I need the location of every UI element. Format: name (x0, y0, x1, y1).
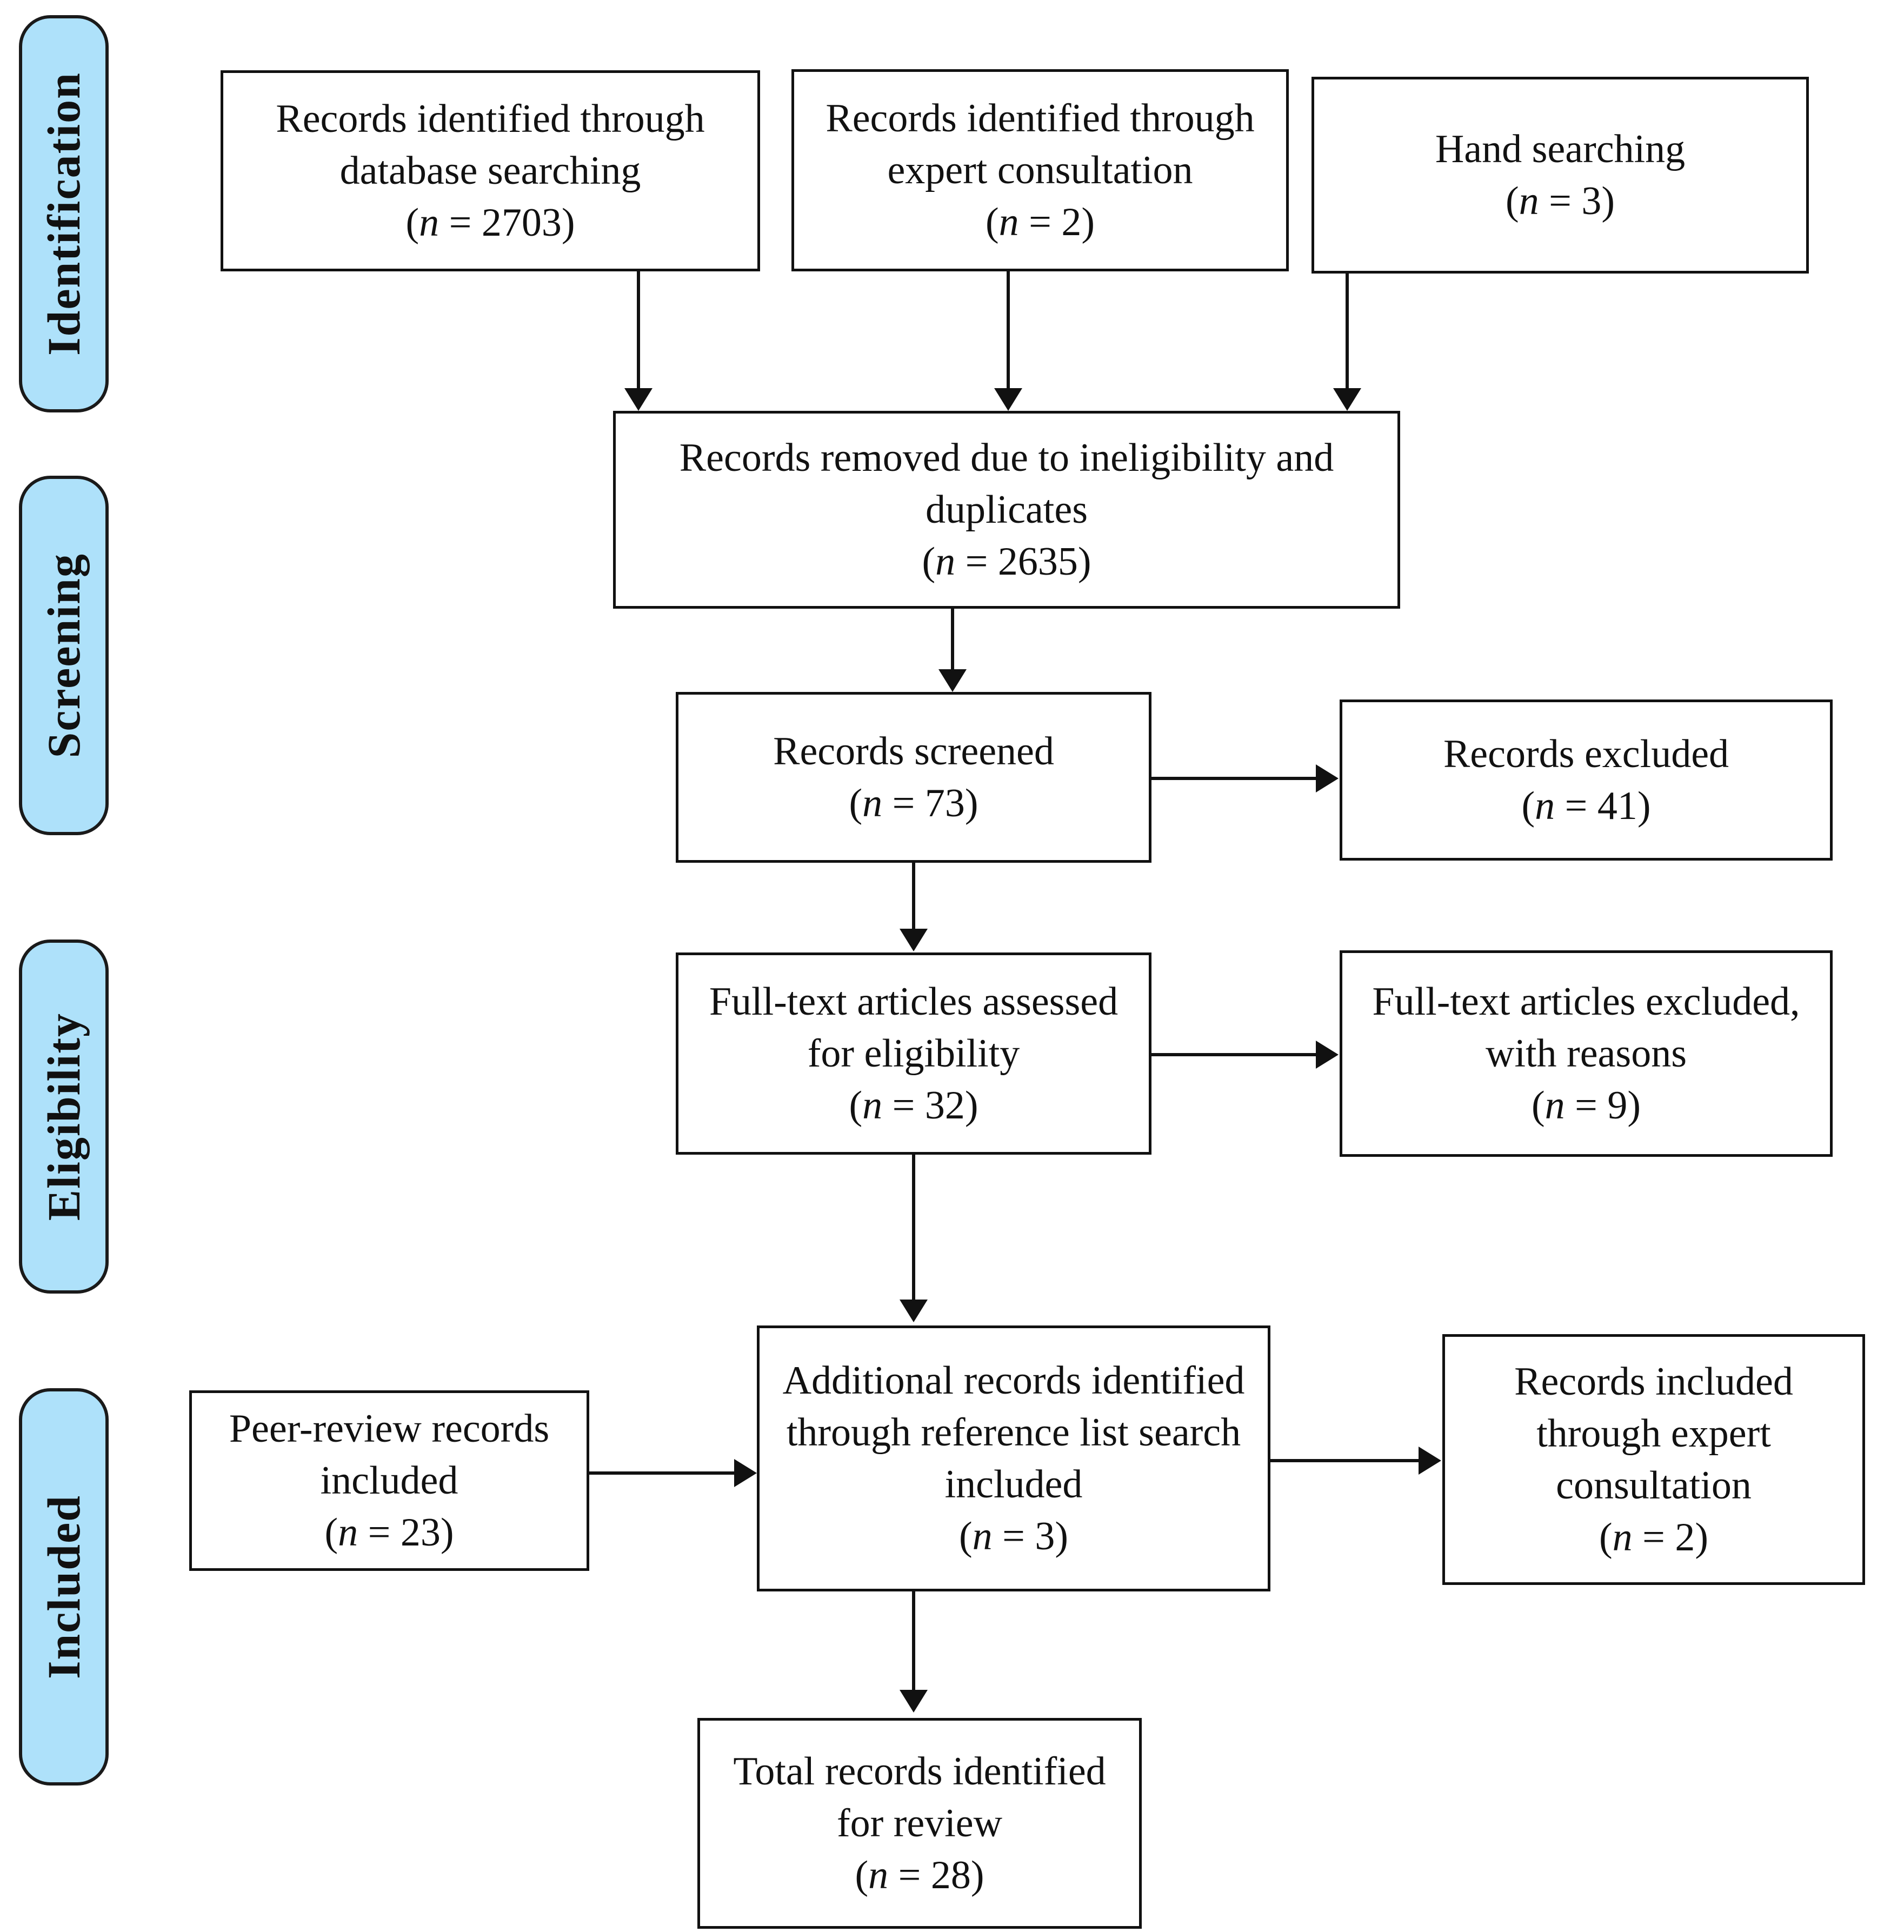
arrowhead-fulltext-to-additional (900, 1300, 928, 1322)
box-line-1: Records excluded (1443, 731, 1729, 776)
box-count: (n = 2703) (405, 201, 575, 245)
arrowhead-screened-to-fulltext (900, 929, 928, 951)
phase-pill-screening: Screening (19, 476, 109, 835)
connector-screened-to-excluded (1151, 777, 1317, 780)
connector-screened-to-fulltext (912, 863, 915, 932)
box-records-excluded: Records excluded (n = 41) (1340, 699, 1833, 861)
box-line-3: consultation (1556, 1463, 1752, 1508)
phase-pill-identification: Identification (19, 15, 109, 412)
box-count: (n = 3) (958, 1514, 1069, 1559)
box-fulltext-assessed: Full-text articles assessed for eligibil… (676, 952, 1151, 1155)
connector-removed-to-screened (951, 609, 954, 672)
box-records-removed: Records removed due to ineligibility and… (613, 411, 1400, 609)
arrowhead-peerreview-to-additional (734, 1459, 757, 1487)
connector-db-to-removed (637, 271, 640, 391)
box-line-1: Records identified through (276, 96, 705, 141)
box-line-1: Additional records identified (782, 1358, 1245, 1403)
phase-label-identification: Identification (38, 72, 90, 356)
box-line-1: Peer-review records (229, 1406, 550, 1451)
box-line-1: Records screened (773, 729, 1054, 774)
box-line-1: Records identified through (825, 96, 1255, 141)
arrowhead-db-to-removed (624, 388, 653, 411)
phase-label-included: Included (38, 1494, 90, 1680)
connector-expert-to-removed (1007, 271, 1010, 391)
phase-pill-included: Included (19, 1388, 109, 1786)
box-fulltext-excluded: Full-text articles excluded, with reason… (1340, 950, 1833, 1157)
box-line-2: database searching (339, 148, 641, 193)
connector-fulltext-to-additional (912, 1155, 915, 1303)
phase-label-screening: Screening (38, 552, 90, 758)
arrowhead-screened-to-excluded (1316, 764, 1339, 792)
box-records-screened: Records screened (n = 73) (676, 692, 1151, 863)
phase-label-eligibility: Eligibility (38, 1012, 90, 1221)
box-records-included-expert: Records included through expert consulta… (1442, 1334, 1865, 1585)
arrowhead-additional-to-expert (1419, 1447, 1441, 1475)
box-hand-searching: Hand searching (n = 3) (1312, 77, 1809, 274)
box-count: (n = 28) (855, 1853, 984, 1898)
box-line-1: Records removed due to ineligibility and (679, 435, 1334, 480)
arrowhead-additional-to-total (900, 1690, 928, 1713)
box-total-records: Total records identified for review (n =… (697, 1718, 1142, 1929)
box-line-2: through expert (1536, 1411, 1771, 1456)
connector-fulltext-to-excluded (1151, 1053, 1317, 1056)
box-peer-review-records: Peer-review records included (n = 23) (189, 1390, 589, 1571)
box-count: (n = 41) (1521, 784, 1651, 828)
box-line-2: with reasons (1486, 1031, 1687, 1076)
box-count: (n = 32) (849, 1083, 978, 1128)
box-line-1: Total records identified (733, 1749, 1106, 1794)
box-records-database-search: Records identified through database sear… (221, 70, 760, 271)
phase-pill-eligibility: Eligibility (19, 940, 109, 1294)
box-line-1: Hand searching (1435, 126, 1686, 171)
box-count: (n = 23) (324, 1510, 454, 1555)
connector-hand-to-removed (1346, 274, 1349, 391)
box-line-3: included (944, 1462, 1083, 1507)
connector-peerreview-to-additional (589, 1471, 736, 1475)
arrowhead-removed-to-screened (938, 669, 967, 692)
box-line-2: for review (836, 1801, 1003, 1846)
box-count: (n = 2635) (922, 539, 1091, 584)
box-count: (n = 9) (1531, 1083, 1641, 1128)
box-line-2: through reference list search (786, 1410, 1241, 1455)
connector-additional-to-expert (1270, 1459, 1421, 1462)
box-line-2: expert consultation (887, 148, 1193, 192)
box-line-2: for eligibility (807, 1031, 1020, 1076)
box-line-2: included (320, 1458, 458, 1503)
box-additional-records: Additional records identified through re… (757, 1325, 1270, 1591)
box-count: (n = 3) (1505, 179, 1615, 223)
box-line-1: Full-text articles assessed (709, 979, 1119, 1024)
box-records-expert-consultation: Records identified through expert consul… (791, 69, 1289, 271)
arrowhead-expert-to-removed (994, 388, 1022, 411)
box-line-2: duplicates (925, 487, 1088, 532)
box-line-1: Full-text articles excluded, (1372, 979, 1800, 1024)
connector-additional-to-total (912, 1591, 915, 1693)
box-count: (n = 2) (1599, 1515, 1709, 1560)
box-count: (n = 73) (849, 781, 978, 825)
box-line-1: Records included (1514, 1359, 1793, 1404)
box-count: (n = 2) (985, 200, 1095, 245)
arrowhead-hand-to-removed (1333, 388, 1361, 411)
arrowhead-fulltext-to-excluded (1316, 1041, 1339, 1069)
